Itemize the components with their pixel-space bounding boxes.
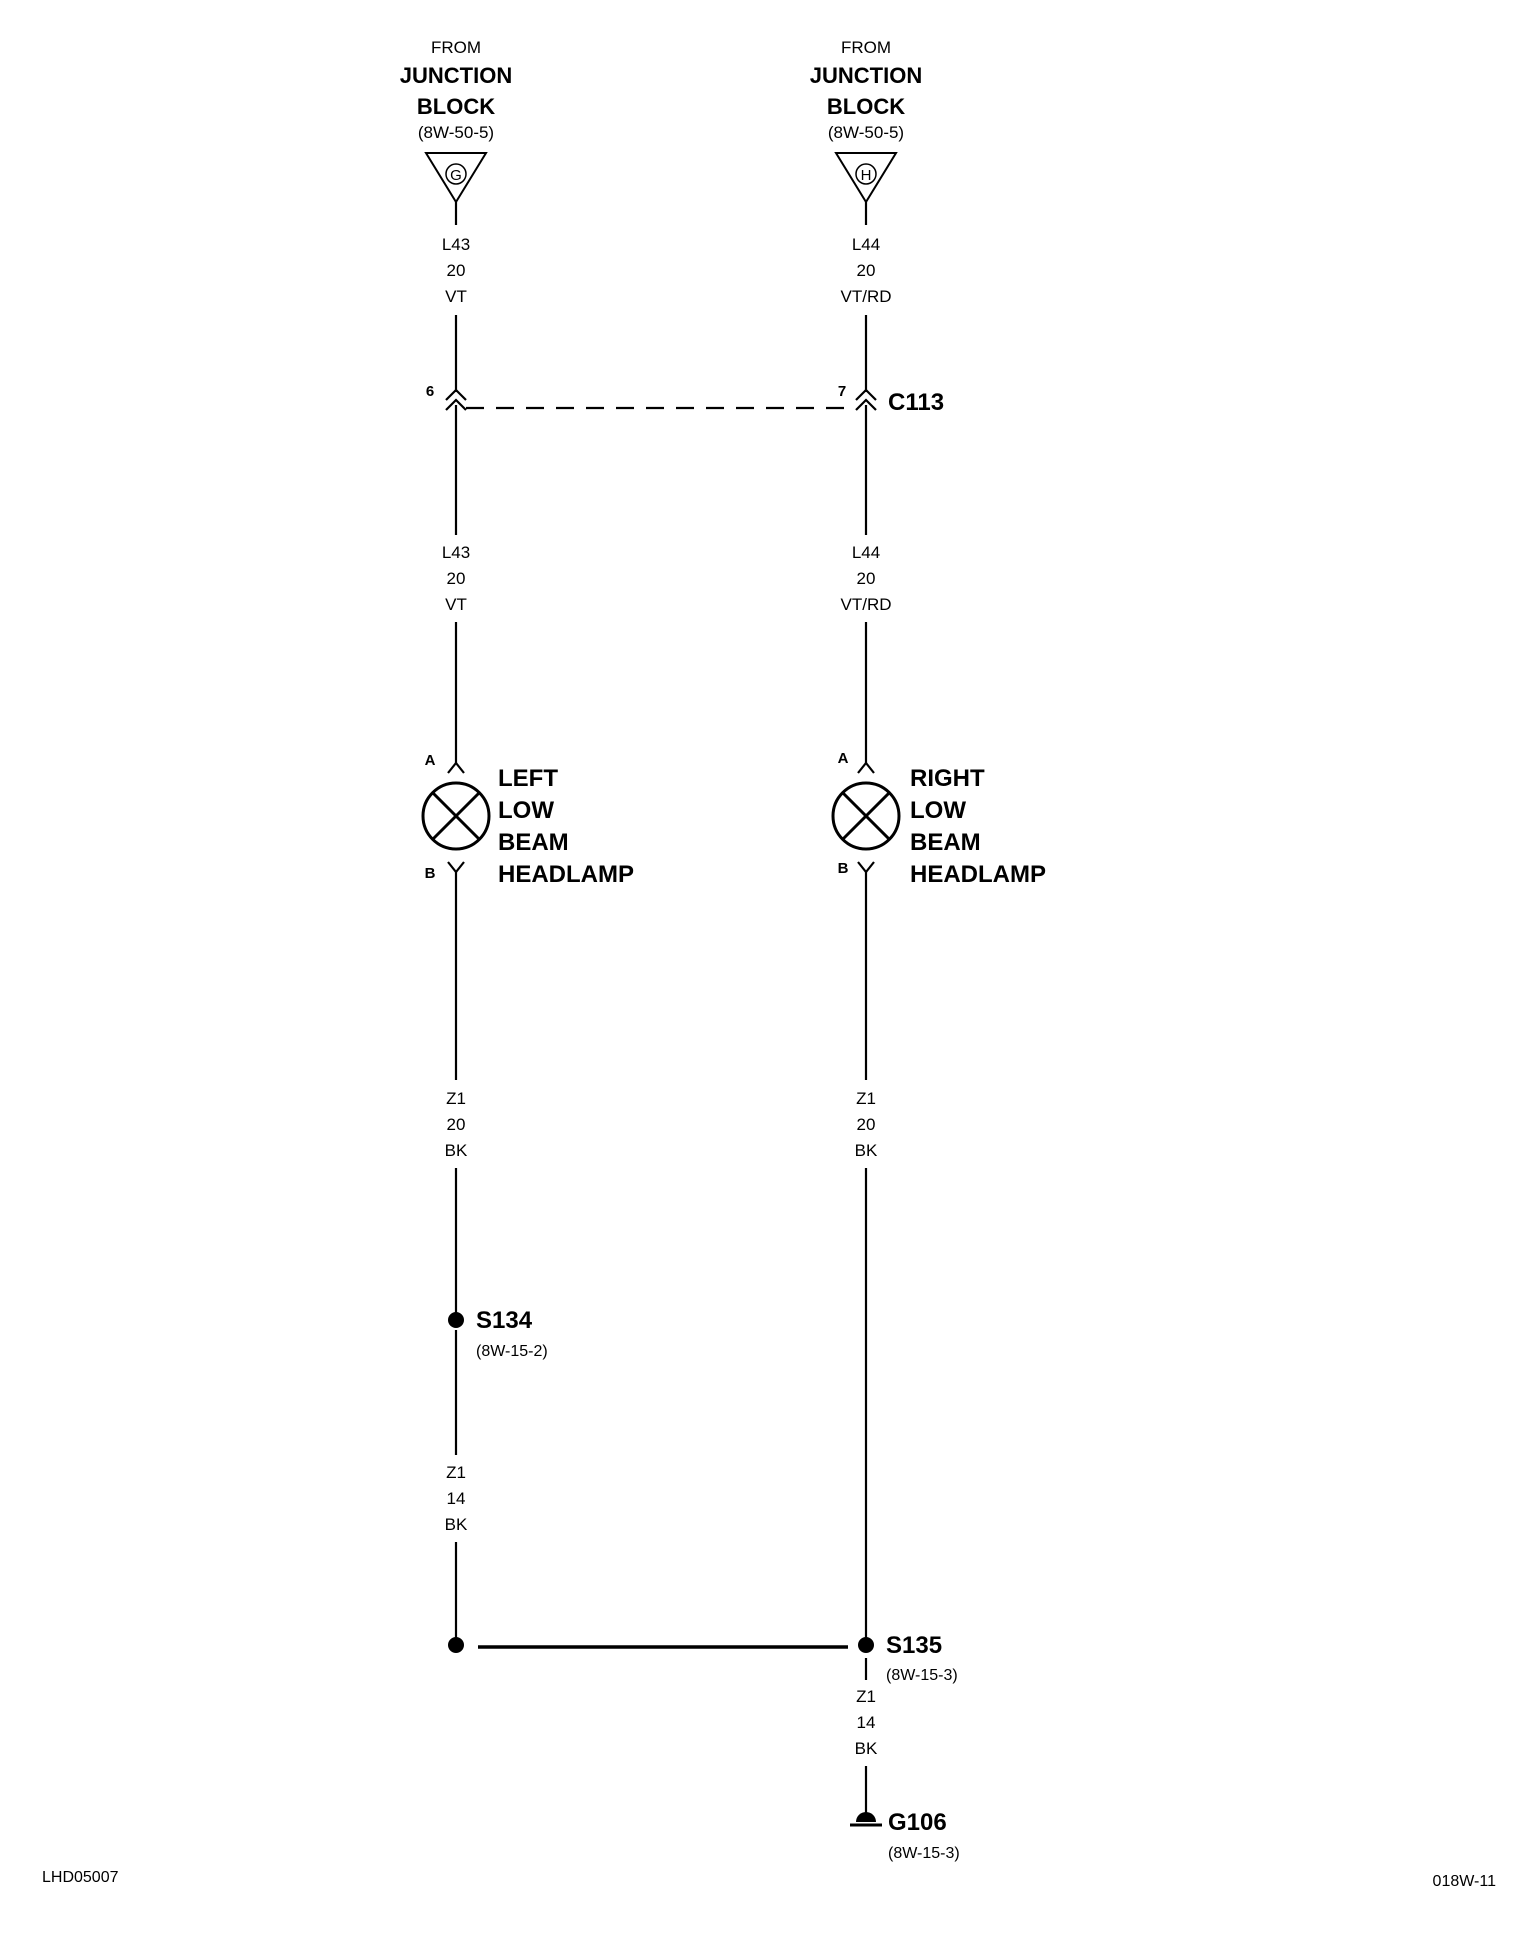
right-lower-wire-label-1: Z1 20 BK <box>855 1089 878 1160</box>
right-lamp-label-1: RIGHT <box>910 765 985 792</box>
wire-gauge: 20 <box>857 261 876 280</box>
left-lower-wire-label-2: Z1 14 BK <box>445 1463 468 1534</box>
right-source: FROM JUNCTION BLOCK (8W-50-5) H <box>810 38 922 204</box>
left-lower-wire-label-1: Z1 20 BK <box>445 1089 468 1160</box>
wire-color: BK <box>855 1739 878 1758</box>
wire-gauge: 20 <box>447 569 466 588</box>
ground-g106-label: G106 <box>888 1809 947 1836</box>
left-lamp-pin-a-mark <box>447 761 465 774</box>
wire-gauge: 14 <box>447 1489 466 1508</box>
splice-s134-dot <box>448 1312 464 1328</box>
left-upper-wire-label-1: L43 20 VT <box>442 235 470 306</box>
right-upper-wire-label-1: L44 20 VT/RD <box>841 235 892 306</box>
splice-s135-ref: (8W-15-3) <box>886 1667 958 1684</box>
wire-color: BK <box>445 1515 468 1534</box>
left-source-from: FROM <box>431 38 481 57</box>
left-source-line1: JUNCTION <box>400 63 512 88</box>
splice-s135: S135 (8W-15-3) <box>858 1632 958 1684</box>
wire-circuit: L43 <box>442 235 470 254</box>
right-source-terminal-circle <box>855 163 877 185</box>
left-lamp-label-3: BEAM <box>498 829 569 856</box>
left-source: FROM JUNCTION BLOCK (8W-50-5) G <box>400 38 512 204</box>
wire-circuit: Z1 <box>856 1089 876 1108</box>
wire-gauge: 20 <box>447 261 466 280</box>
right-source-terminal-label: H <box>861 167 872 184</box>
wire-color: VT/RD <box>841 595 892 614</box>
ground-g106-ref: (8W-15-3) <box>888 1845 960 1862</box>
right-lamp-bulb-icon <box>831 781 901 851</box>
wire-color: VT <box>445 287 467 306</box>
wire-color: VT <box>445 595 467 614</box>
right-lamp-pin-b: B <box>838 860 849 877</box>
c113-pin-7: 7 <box>838 383 846 400</box>
ground-icon <box>856 1812 876 1822</box>
right-lower-wire-label-2: Z1 14 BK <box>855 1687 878 1758</box>
right-lamp-pin-b-mark <box>857 861 875 874</box>
right-low-beam-headlamp: A B RIGHT LOW BEAM HEADLAMP <box>831 750 1046 888</box>
wire-gauge: 20 <box>447 1115 466 1134</box>
right-lamp-label-4: HEADLAMP <box>910 861 1046 888</box>
ground-g106: G106 (8W-15-3) <box>850 1809 960 1862</box>
right-source-from: FROM <box>841 38 891 57</box>
wire-color: VT/RD <box>841 287 892 306</box>
left-source-terminal-label: G <box>450 167 462 184</box>
splice-s134-label: S134 <box>476 1307 533 1334</box>
right-lamp-pin-a: A <box>838 750 849 767</box>
right-source-ref: (8W-50-5) <box>828 123 904 142</box>
left-lamp-bulb-icon <box>421 781 491 851</box>
left-lamp-label-2: LOW <box>498 797 554 824</box>
wire-circuit: Z1 <box>856 1687 876 1706</box>
right-source-terminal-triangle <box>834 152 898 204</box>
wire-circuit: L43 <box>442 543 470 562</box>
right-upper-wire-label-2: L44 20 VT/RD <box>841 543 892 614</box>
wire-color: BK <box>855 1141 878 1160</box>
right-source-line2: BLOCK <box>827 94 905 119</box>
wire-gauge: 20 <box>857 569 876 588</box>
splice-s135-dot <box>858 1637 874 1653</box>
right-source-line1: JUNCTION <box>810 63 922 88</box>
splice-s135-label: S135 <box>886 1632 942 1659</box>
left-source-ref: (8W-50-5) <box>418 123 494 142</box>
c113-pin-6: 6 <box>426 383 434 400</box>
wire-circuit: L44 <box>852 235 880 254</box>
left-splice-junction-dot <box>448 1637 464 1653</box>
left-lamp-pin-b: B <box>425 865 436 882</box>
left-lamp-label-1: LEFT <box>498 765 558 792</box>
left-source-terminal-circle <box>445 163 467 185</box>
wire-gauge: 14 <box>857 1713 876 1732</box>
splice-s134-ref: (8W-15-2) <box>476 1343 548 1360</box>
right-lamp-label-3: BEAM <box>910 829 981 856</box>
right-lamp-pin-a-mark <box>857 761 875 774</box>
footer-left-code: LHD05007 <box>42 1869 119 1886</box>
left-lamp-pin-a: A <box>425 752 436 769</box>
wire-circuit: Z1 <box>446 1089 466 1108</box>
c113-label: C113 <box>888 389 944 416</box>
left-source-terminal-triangle <box>424 152 488 204</box>
c113-left-pin: 6 <box>426 383 467 411</box>
footer-right-code: 018W-11 <box>1433 1873 1497 1890</box>
left-lamp-pin-b-mark <box>447 861 465 874</box>
wire-circuit: L44 <box>852 543 880 562</box>
left-source-line2: BLOCK <box>417 94 495 119</box>
right-lamp-label-2: LOW <box>910 797 966 824</box>
left-upper-wire-label-2: L43 20 VT <box>442 543 470 614</box>
wire-circuit: Z1 <box>446 1463 466 1482</box>
left-lamp-label-4: HEADLAMP <box>498 861 634 888</box>
c113-right-pin: 7 C113 <box>838 383 944 416</box>
left-low-beam-headlamp: A B LEFT LOW BEAM HEADLAMP <box>421 752 634 888</box>
splice-s134: S134 (8W-15-2) <box>448 1307 548 1360</box>
wire-color: BK <box>445 1141 468 1160</box>
wire-gauge: 20 <box>857 1115 876 1134</box>
